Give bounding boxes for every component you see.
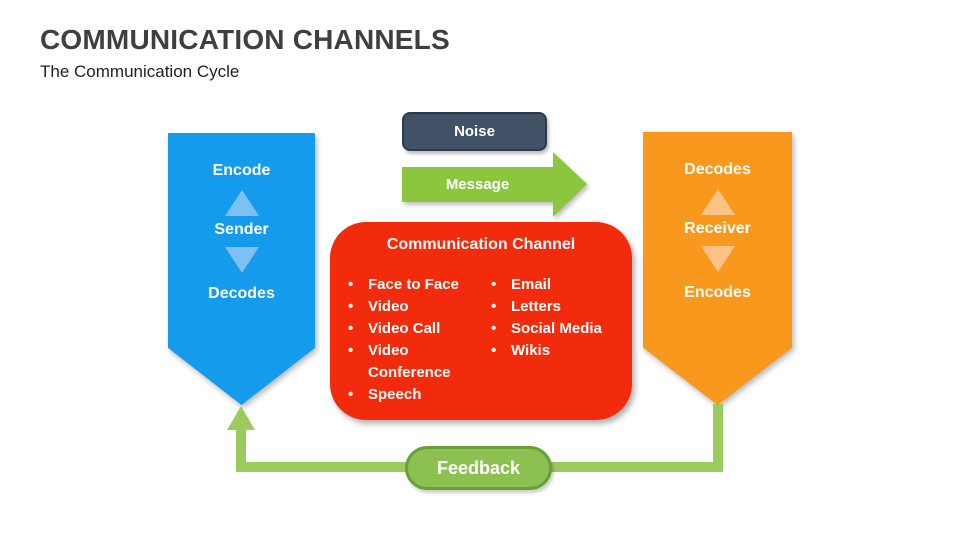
feedback-line-left — [236, 428, 246, 468]
up-arrowhead-icon — [227, 406, 255, 430]
noise-box: Noise — [402, 112, 547, 151]
list-item: • Video Conference — [348, 340, 491, 384]
list-item: • Letters — [491, 296, 621, 318]
list-item: • Face to Face — [348, 274, 491, 296]
feedback-label: Feedback — [436, 457, 521, 478]
channel-box-title: Communication Channel — [386, 236, 576, 253]
receiver-label: Receiver — [684, 220, 751, 237]
sender-encode-label: Encode — [212, 162, 271, 179]
feedback-line-right — [713, 404, 723, 472]
bullet-icon: • — [491, 276, 497, 293]
message-arrow: Message — [402, 152, 587, 217]
bullet-icon: • — [348, 298, 354, 315]
receiver-banner-shape: Decodes Receiver Encodes — [643, 132, 792, 405]
list-item: • Email — [491, 274, 621, 296]
receiver-encodes-label: Encodes — [684, 284, 751, 301]
right-arrow-icon — [553, 152, 587, 217]
bullet-icon: • — [348, 320, 354, 337]
up-arrow-icon — [700, 189, 735, 215]
sender-banner: Encode Sender Decodes — [168, 133, 315, 405]
feedback-pill: Feedback — [405, 446, 552, 490]
bullet-icon: • — [491, 320, 497, 337]
communication-channel-box: Communication Channel • Face to Face • V… — [330, 222, 632, 420]
sender-label: Sender — [214, 221, 269, 238]
list-item: • Social Media — [491, 318, 621, 340]
bullet-icon: • — [348, 276, 354, 293]
slide-title: COMMUNICATION CHANNELS — [40, 24, 450, 55]
noise-label: Noise — [454, 123, 495, 140]
bullet-icon: • — [491, 298, 497, 315]
up-arrow-icon — [224, 190, 259, 216]
bullet-icon: • — [348, 342, 354, 359]
bullet-icon: • — [491, 342, 497, 359]
message-label: Message — [445, 176, 510, 193]
receiver-decodes-label: Decodes — [684, 161, 751, 178]
list-item: • Video — [348, 296, 491, 318]
channel-lists: • Face to Face • Video • Video Call • Vi… — [330, 274, 632, 406]
down-arrow-icon — [224, 247, 259, 273]
list-item: • Speech — [348, 384, 491, 406]
sender-banner-shape: Encode Sender Decodes — [168, 133, 315, 405]
down-arrow-icon — [700, 246, 735, 272]
slide-subtitle: The Communication Cycle — [40, 62, 240, 81]
receiver-banner: Decodes Receiver Encodes — [643, 132, 792, 405]
list-item: • Video Call — [348, 318, 491, 340]
message-arrow-body: Message — [402, 167, 553, 202]
channel-list-left: • Face to Face • Video • Video Call • Vi… — [348, 274, 491, 406]
sender-decodes-label: Decodes — [208, 285, 275, 302]
channel-list-right: • Email • Letters • Social Media • Wikis — [491, 274, 621, 406]
bullet-icon: • — [348, 386, 354, 403]
list-item: • Wikis — [491, 340, 621, 362]
